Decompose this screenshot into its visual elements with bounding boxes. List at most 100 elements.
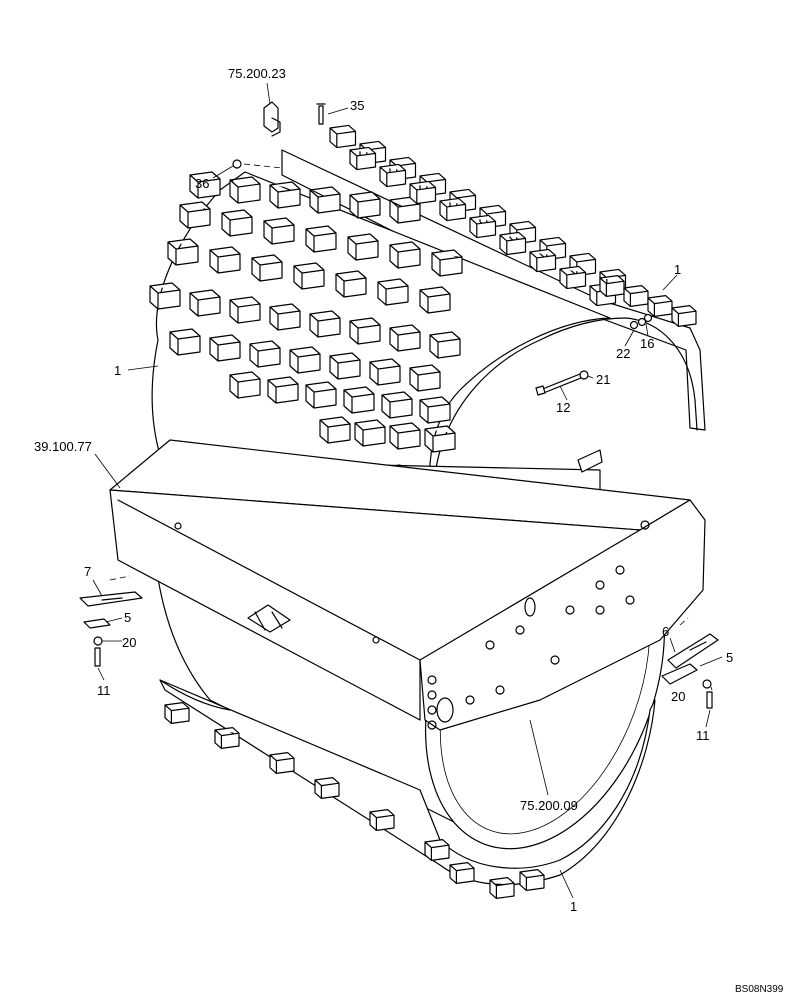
padfoot-block	[369, 358, 401, 386]
padfoot-block	[189, 289, 221, 317]
padfoot-block	[179, 201, 211, 229]
padfoot-block	[599, 275, 625, 297]
padfoot-block	[269, 303, 301, 331]
padfoot-block	[167, 238, 199, 266]
padfoot-block	[229, 371, 261, 399]
callout-5-right: 5	[726, 650, 733, 665]
padfoot-block	[249, 340, 281, 368]
padfoot-block	[349, 191, 381, 219]
padfoot-block	[439, 197, 467, 222]
padfoot-block	[389, 241, 421, 269]
padfoot-block	[164, 702, 190, 724]
padfoot-block	[424, 839, 450, 861]
callout-22: 22	[616, 346, 630, 361]
callout-21: 21	[596, 372, 610, 387]
padfoot-block	[529, 248, 557, 273]
padfoot-block	[169, 328, 201, 356]
leader-lines	[92, 82, 723, 899]
padfoot-block	[647, 295, 673, 317]
callout-75-200-23: 75.200.23	[228, 66, 286, 81]
scraper-left	[79, 591, 143, 667]
padfoot-block	[229, 296, 261, 324]
padfoot-block	[343, 386, 375, 414]
padfoot-block	[419, 396, 451, 424]
callout-35: 35	[350, 98, 364, 113]
padfoot-block	[409, 180, 437, 205]
scraper-right	[661, 633, 719, 709]
padfoot-blocks-upper	[149, 124, 697, 495]
padfoot-blocks-lower	[164, 702, 545, 899]
padfoot-block	[214, 727, 240, 749]
padfoot-block	[379, 163, 407, 188]
callout-5-left: 5	[124, 610, 131, 625]
padfoot-block	[309, 186, 341, 214]
padfoot-block	[251, 254, 283, 282]
padfoot-block	[305, 225, 337, 253]
padfoot-block	[209, 334, 241, 362]
padfoot-block	[305, 381, 337, 409]
callout-1-bottom: 1	[570, 899, 577, 914]
padfoot-block	[381, 391, 413, 419]
padfoot-block	[349, 317, 381, 345]
padfoot-block	[389, 324, 421, 352]
callout-12: 12	[556, 400, 570, 415]
callout-labels: 75.200.23 35 36 1 1 22 16 21 12 39.100.7…	[34, 66, 784, 995]
padfoot-block	[319, 416, 351, 444]
padfoot-block	[267, 376, 299, 404]
padfoot-block	[221, 209, 253, 237]
nuts-22-16	[629, 313, 653, 330]
padfoot-block	[671, 305, 697, 327]
callout-75-200-09: 75.200.09	[520, 798, 578, 813]
padfoot-block	[347, 233, 379, 261]
padfoot-block	[269, 181, 301, 209]
padfoot-block	[469, 214, 497, 239]
padfoot-block	[149, 282, 181, 310]
padfoot-block	[263, 217, 295, 245]
padfoot-block	[314, 777, 340, 799]
callout-16: 16	[640, 336, 654, 351]
padfoot-block	[349, 146, 377, 171]
padfoot-block	[499, 231, 527, 256]
padfoot-block	[354, 419, 386, 447]
padfoot-block	[329, 352, 361, 380]
padfoot-block	[377, 278, 409, 306]
padfoot-block	[369, 809, 395, 831]
padfoot-block	[309, 310, 341, 338]
bolt-12	[535, 370, 589, 396]
padfoot-block	[189, 171, 221, 199]
padfoot-block	[429, 331, 461, 359]
callout-11-left: 11	[97, 683, 111, 698]
callout-36: 36	[195, 176, 209, 191]
padfoot-block	[329, 124, 357, 149]
padfoot-block	[409, 364, 441, 392]
nut-36	[232, 159, 242, 169]
padfoot-block	[335, 270, 367, 298]
drawing-code: BS08N399	[735, 984, 784, 995]
padfoot-block	[419, 286, 451, 314]
callout-11-right: 11	[696, 728, 710, 743]
padfoot-block	[389, 422, 421, 450]
padfoot-block	[489, 877, 515, 899]
padfoot-block	[519, 869, 545, 891]
drum-frame	[109, 439, 706, 850]
callout-7: 7	[84, 564, 91, 579]
padfoot-block	[559, 265, 587, 290]
padfoot-block	[431, 249, 463, 277]
padfoot-block	[424, 425, 456, 453]
callout-39-100-77: 39.100.77	[34, 439, 92, 454]
padfoot-block	[449, 862, 475, 884]
callout-6: 6	[662, 624, 669, 639]
callout-1-left: 1	[114, 363, 121, 378]
clamp-part-75-200-23	[263, 101, 281, 137]
padfoot-block	[289, 346, 321, 374]
bolt-35	[316, 103, 326, 125]
callout-1-top: 1	[674, 262, 681, 277]
padfoot-block	[269, 752, 295, 774]
padfoot-block	[229, 176, 261, 204]
padfoot-block	[209, 246, 241, 274]
callout-20-right: 20	[671, 689, 685, 704]
callout-20-left: 20	[122, 635, 136, 650]
padfoot-block	[623, 285, 649, 307]
